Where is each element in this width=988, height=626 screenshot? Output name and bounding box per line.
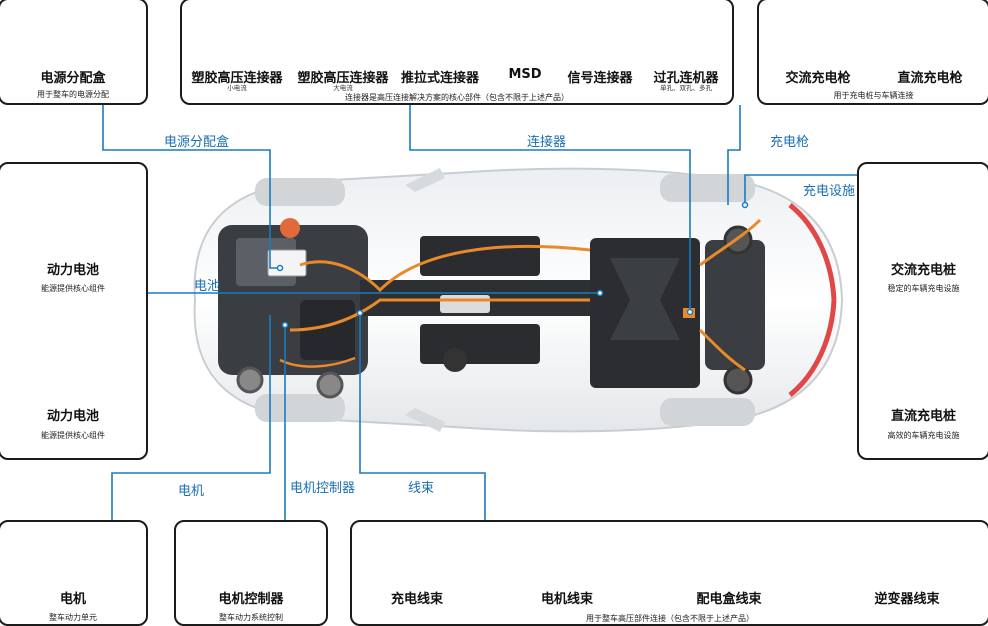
battery-desc-1: 能源提供核心组件 — [41, 284, 105, 293]
charging-guns-desc: 用于充电桩与车辆连接 — [833, 91, 914, 100]
controller-desc: 整车动力系统控制 — [219, 613, 283, 622]
connector-title-1: 塑胶高压连接器 — [191, 71, 283, 86]
connector-title-2: 塑胶高压连接器 — [297, 71, 389, 86]
charging-piles-panel: 交流充电桩 稳定的车辆充电设施 直流充电桩 高效的车辆充电设施 — [857, 162, 988, 460]
connector-note-6: 单孔、双孔、多孔 — [660, 84, 712, 92]
pdu-desc: 用于整车的电源分配 — [37, 90, 109, 99]
dc-pile-desc: 高效的车辆充电设施 — [887, 431, 960, 440]
battery-desc-2: 能源提供核心组件 — [41, 431, 105, 440]
connectors-desc: 连接器是高压连接解决方案的核心部件（包含不限于上述产品） — [345, 93, 569, 102]
controller-panel: 电机控制器 整车动力系统控制 — [174, 520, 328, 626]
callout-connector: 连接器 — [527, 135, 567, 150]
harness-title-4: 逆变器线束 — [874, 592, 940, 607]
charging-guns-panel: 交流充电枪 直流充电枪 用于充电桩与车辆连接 — [757, 0, 988, 105]
battery-panel: 动力电池 能源提供核心组件 动力电池 能源提供核心组件 — [0, 162, 148, 460]
connector-title-5: 信号连接器 — [567, 71, 633, 86]
motor-desc: 整车动力单元 — [49, 613, 97, 622]
dc-gun-title: 直流充电枪 — [897, 71, 963, 86]
pdu-title: 电源分配盒 — [40, 71, 106, 86]
connector-note-2: 大电流 — [333, 84, 353, 92]
callout-battery: 电池 — [194, 279, 221, 294]
callout-charging-facility: 充电设施 — [803, 184, 856, 199]
harness-panel: 充电线束 电机线束 配电盒线束 逆变器线束 用于整车高压部件连接（包含不限于上述… — [350, 520, 988, 626]
controller-title: 电机控制器 — [218, 592, 284, 607]
callout-pdu: 电源分配盒 — [164, 135, 230, 150]
pdu-panel: 电源分配盒 用于整车的电源分配 — [0, 0, 148, 105]
harness-title-3: 配电盒线束 — [696, 592, 762, 607]
callout-motor-controller: 电机控制器 — [290, 481, 356, 496]
harness-title-2: 电机线束 — [540, 592, 593, 607]
battery-title-1: 动力电池 — [46, 263, 99, 278]
leader-lines — [102, 105, 858, 520]
connector-title-3: 推拉式连接器 — [400, 71, 479, 86]
callout-harness: 线束 — [408, 481, 435, 496]
harness-title-1: 充电线束 — [390, 592, 443, 607]
car-illustration — [193, 167, 844, 433]
callout-motor: 电机 — [178, 484, 205, 499]
dc-pile-title: 直流充电桩 — [890, 409, 956, 424]
connector-note-1: 小电流 — [227, 84, 247, 92]
connector-title-6: 过孔连机器 — [653, 71, 719, 86]
battery-title-2: 动力电池 — [46, 409, 99, 424]
ac-gun-title: 交流充电枪 — [785, 71, 851, 86]
connector-title-4: MSD — [508, 67, 542, 82]
connectors-panel: 塑胶高压连接器 小电流 塑胶高压连接器 大电流 推拉式连接器 MSD 信号连接器… — [180, 0, 734, 105]
motor-panel: 电机 整车动力单元 — [0, 520, 148, 626]
callout-charging-gun: 充电枪 — [770, 135, 810, 150]
motor-title: 电机 — [59, 592, 86, 607]
ac-pile-title: 交流充电桩 — [890, 263, 956, 278]
harness-desc: 用于整车高压部件连接（包含不限于上述产品） — [586, 614, 754, 623]
ac-pile-desc: 稳定的车辆充电设施 — [887, 284, 960, 293]
